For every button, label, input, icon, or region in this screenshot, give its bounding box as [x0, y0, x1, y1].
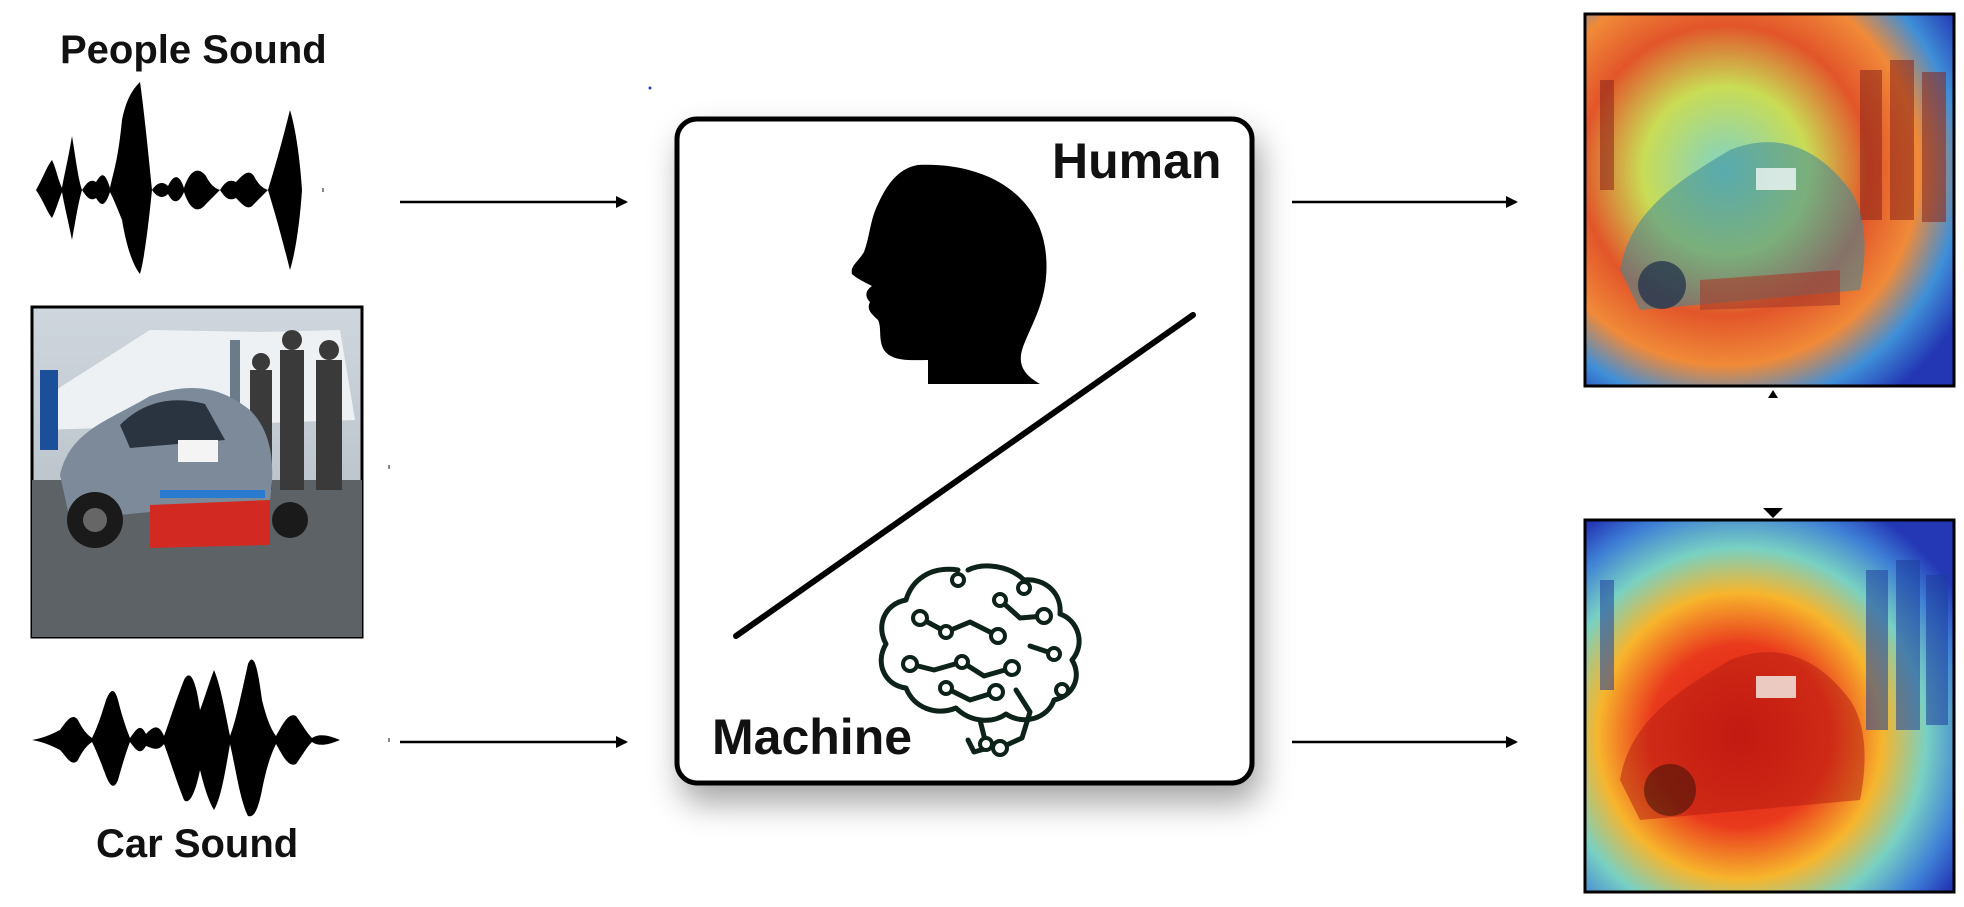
- people-sound-label: People Sound: [60, 28, 327, 72]
- people-sound-waveform: [36, 82, 302, 274]
- ai-brain-nodes: [901, 572, 1070, 757]
- divider-line: [733, 312, 1196, 639]
- machine-attention-heatmap: [1583, 518, 1956, 894]
- car-sound-label: Car Sound: [96, 822, 299, 866]
- human-attention-heatmap: [1583, 12, 1956, 388]
- human-label: Human: [1052, 133, 1222, 189]
- car-sound-waveform: [32, 659, 340, 817]
- human-machine-box: [674, 116, 1255, 786]
- car-photo: [30, 305, 364, 639]
- machine-label: Machine: [712, 709, 913, 765]
- human-head-icon: [851, 164, 1047, 384]
